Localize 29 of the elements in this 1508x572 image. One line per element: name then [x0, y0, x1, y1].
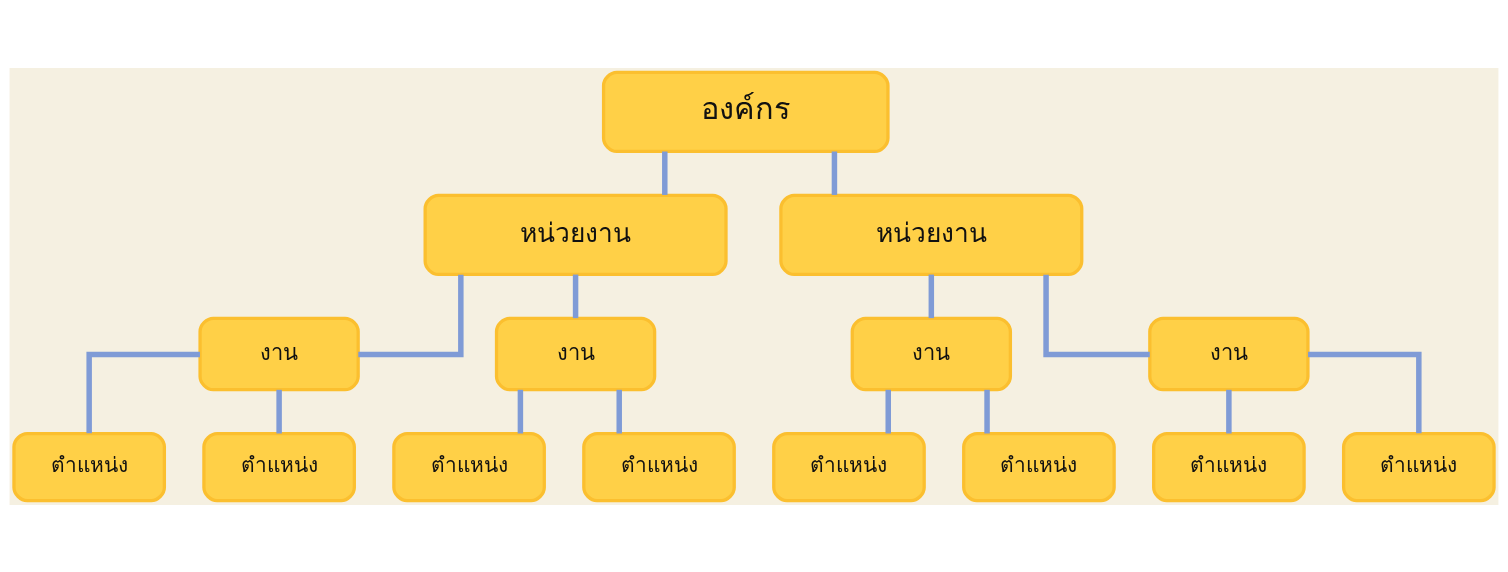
connector — [984, 389, 990, 433]
connector — [1308, 351, 1422, 433]
connector — [86, 351, 200, 433]
node-box: งาน — [198, 316, 360, 391]
node-box: หน่วยงาน — [779, 193, 1084, 276]
node-box: องค์กร — [601, 70, 890, 153]
connector — [885, 389, 891, 433]
node-box: ตำแหน่ง — [12, 431, 167, 502]
node-box: ตำแหน่ง — [1341, 431, 1496, 502]
node-box: ตำแหน่ง — [962, 431, 1116, 502]
connector — [517, 389, 524, 433]
connector — [1043, 274, 1150, 357]
node-box: งาน — [494, 316, 657, 391]
node-box: ตำแหน่ง — [772, 431, 926, 502]
node-box: งาน — [850, 316, 1013, 391]
connector — [928, 274, 935, 318]
connector — [276, 389, 282, 433]
node-box: ตำแหน่ง — [1152, 431, 1306, 502]
node-box: ตำแหน่ง — [582, 431, 736, 502]
node-box: ตำแหน่ง — [392, 431, 546, 502]
node-box: หน่วยงาน — [423, 193, 728, 276]
connector — [831, 151, 838, 195]
connector — [616, 389, 622, 433]
connector — [358, 274, 464, 357]
node-box: ตำแหน่ง — [202, 431, 356, 502]
node-box: งาน — [1148, 316, 1310, 391]
connector — [662, 151, 668, 195]
connector — [572, 274, 579, 318]
connector — [1226, 389, 1232, 433]
